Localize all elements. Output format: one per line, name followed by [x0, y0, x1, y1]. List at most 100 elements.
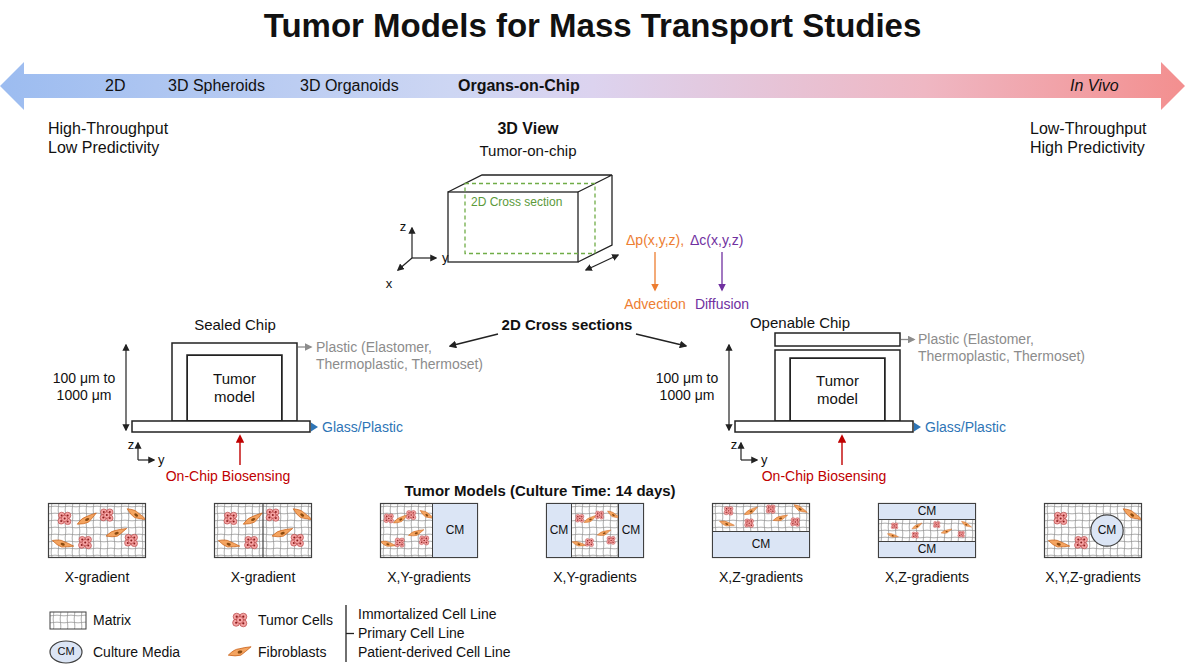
tumor-cell: [935, 523, 938, 526]
matrix-fiber: [572, 527, 618, 528]
tumor-nucleus: [610, 540, 611, 541]
matrix-fiber: [1047, 503, 1049, 558]
matrix-fiber: [48, 555, 146, 556]
fibroblast-body: [719, 519, 735, 528]
matrix-fiber: [1061, 503, 1063, 558]
fibroblast: [291, 506, 312, 524]
tumor-nucleus: [410, 514, 411, 515]
tumor-cell: [422, 538, 427, 543]
matrix-fiber: [1054, 503, 1056, 558]
matrix-grid: [380, 503, 432, 558]
fibroblast-body: [217, 537, 240, 550]
matrix-grid: [878, 520, 976, 541]
matrix-region: [48, 503, 146, 558]
tumor-cell-cluster: [245, 536, 258, 548]
fibroblast-nucleus: [226, 542, 231, 546]
media-text: CM: [1098, 524, 1117, 537]
matrix-grid: [48, 503, 146, 558]
arrow-band-body: [0, 62, 1185, 110]
chip-base: [132, 421, 310, 432]
tumor-cell: [914, 533, 917, 536]
media-text: CM: [622, 524, 641, 537]
tumor-cell-cluster: [891, 523, 898, 530]
model-frame: [1045, 504, 1142, 558]
fibroblast: [271, 527, 294, 539]
tumor-nucleus: [599, 514, 600, 515]
tumor-nucleus: [579, 518, 580, 519]
material-label: Plastic (Elastomer, Thermoplastic, Therm…: [316, 339, 496, 372]
matrix-fiber: [1044, 527, 1142, 528]
axis-label: z: [128, 437, 135, 452]
fibroblast-nucleus: [779, 517, 782, 520]
matrix-fiber: [74, 612, 75, 629]
model-frame: [879, 504, 976, 558]
matrix-fiber: [48, 527, 146, 528]
fibroblast-nucleus: [603, 532, 606, 534]
fibroblast-nucleus: [425, 513, 429, 516]
tumor-cell-cluster: [724, 507, 733, 516]
matrix-region: [1044, 503, 1142, 558]
fibroblast-nucleus: [237, 650, 242, 654]
culture-media-region: CM: [546, 503, 572, 558]
matrix-fiber: [764, 503, 765, 531]
matrix-fiber: [1110, 503, 1112, 558]
tumor-nucleus: [915, 535, 916, 536]
tumor-nucleus: [423, 540, 424, 541]
tumor-cell: [82, 539, 88, 545]
model-caption: X-gradient: [231, 569, 296, 585]
advection-arrow: [654, 252, 655, 290]
fibroblast: [793, 503, 808, 515]
fibroblast: [887, 532, 899, 539]
fibroblast: [227, 645, 252, 658]
axis-line: [411, 228, 412, 258]
tumor-cell-cluster: [912, 532, 919, 539]
tumor-cell: [587, 540, 591, 544]
box-text: Tumor model: [196, 370, 273, 406]
fibroblast-nucleus: [280, 531, 285, 535]
matrix-fiber: [72, 503, 74, 558]
matrix-grid: [50, 612, 86, 629]
matrix-fiber: [1068, 503, 1070, 558]
matrix-fiber: [743, 503, 744, 531]
material-label: Plastic (Elastomer, Thermoplastic, Therm…: [918, 331, 1098, 364]
tumor-cell: [227, 515, 233, 521]
legend-swatch: [43, 605, 92, 633]
tumor-nucleus: [589, 542, 590, 543]
tumor-cell: [769, 507, 773, 511]
matrix-fiber: [53, 612, 54, 629]
culture-media-fill: [1091, 515, 1123, 546]
tumor-cell-cluster: [79, 536, 92, 548]
model-frame: [49, 504, 146, 558]
legend-swatches: [43, 605, 253, 663]
axis-line: [741, 459, 757, 460]
matrix-fiber: [712, 527, 810, 528]
tumor-model-type: X-gradient: [214, 503, 312, 593]
matrix-fiber: [308, 503, 310, 558]
axis-label: y: [158, 452, 165, 467]
fibroblast-body: [105, 527, 128, 539]
matrix-fiber: [881, 520, 883, 541]
legend-swatch: [50, 641, 82, 663]
tumor-model-box: Tumor model: [187, 355, 282, 421]
matrix-fiber: [48, 506, 146, 507]
matrix-fiber: [380, 548, 432, 550]
tumor-cell: [609, 538, 613, 542]
tumor-nucleus: [296, 539, 298, 541]
fibroblast-body: [743, 506, 759, 516]
model-frame: [713, 504, 810, 558]
matrix-region: [712, 503, 810, 531]
tumor-cell-cluster: [395, 538, 405, 547]
axis-label: y: [442, 250, 449, 265]
culture-media-region: CM: [712, 531, 810, 558]
legend-text: Fibroblasts: [258, 644, 326, 660]
tumor-cell: [236, 616, 243, 623]
fibroblast-body: [773, 514, 789, 522]
tumor-cell-cluster: [575, 514, 583, 522]
tumor-cell-cluster: [1054, 512, 1067, 524]
matrix-fiber: [589, 503, 591, 558]
legend-symbol-text: CM: [57, 645, 74, 658]
tumor-nucleus: [230, 517, 232, 519]
matrix-fiber: [930, 520, 932, 541]
pointer-arrow: [636, 334, 686, 346]
fibroblast-nucleus: [1056, 542, 1061, 546]
